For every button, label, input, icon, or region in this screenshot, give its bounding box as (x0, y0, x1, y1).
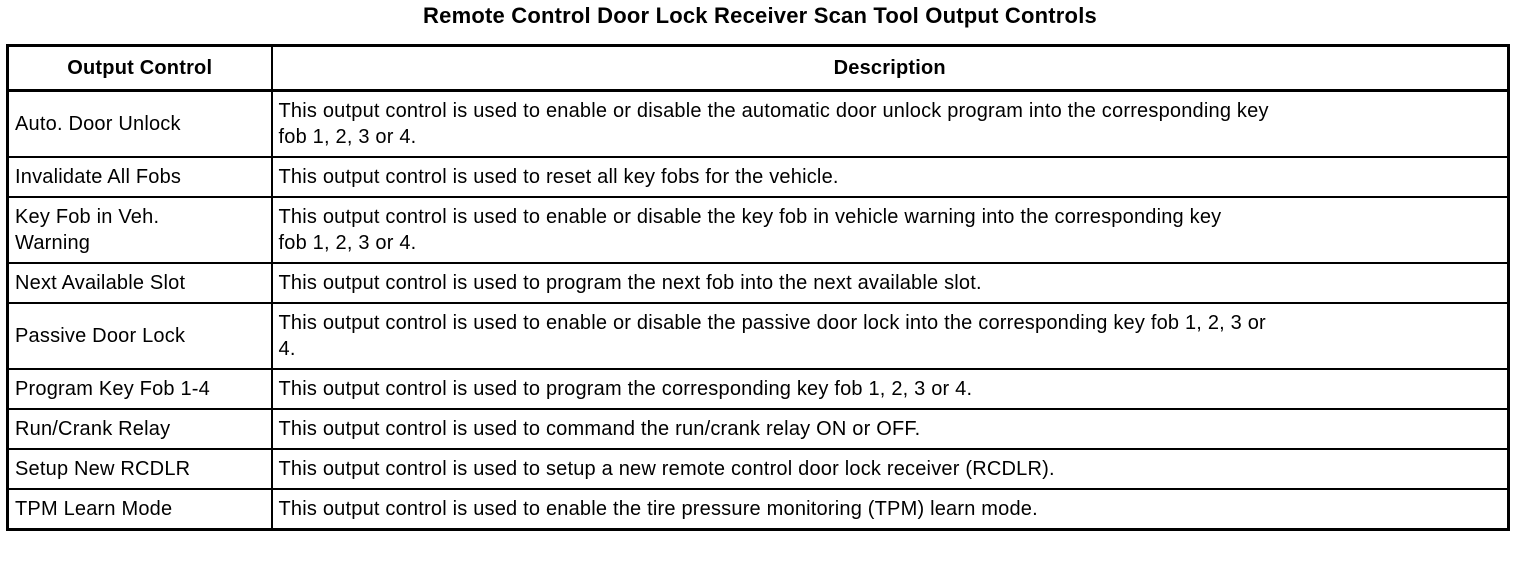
table-row: Passive Door Lock This output control is… (6, 302, 1510, 370)
cell-description: This output control is used to enable or… (270, 89, 1510, 158)
cell-description: This output control is used to enable or… (270, 196, 1510, 264)
cell-output-control: TPM Learn Mode (6, 488, 273, 531)
cell-output-control: Key Fob in Veh. Warning (6, 196, 273, 264)
output-controls-table: Output Control Description Auto. Door Un… (6, 44, 1510, 531)
table-row: Invalidate All Fobs This output control … (6, 156, 1510, 198)
cell-description: This output control is used to enable or… (270, 302, 1510, 370)
page-title: Remote Control Door Lock Receiver Scan T… (423, 3, 1097, 28)
cell-description: This output control is used to enable th… (270, 488, 1510, 531)
cell-description: This output control is used to program t… (270, 368, 1510, 410)
table-header-row: Output Control Description (6, 44, 1510, 92)
cell-output-control: Invalidate All Fobs (6, 156, 273, 198)
cell-output-control: Run/Crank Relay (6, 408, 273, 450)
table-row: TPM Learn Mode This output control is us… (6, 488, 1510, 531)
cell-description: This output control is used to command t… (270, 408, 1510, 450)
table-row: Setup New RCDLR This output control is u… (6, 448, 1510, 490)
cell-output-control: Setup New RCDLR (6, 448, 273, 490)
cell-output-control: Next Available Slot (6, 262, 273, 304)
table-row: Auto. Door Unlock This output control is… (6, 89, 1510, 158)
cell-description: This output control is used to reset all… (270, 156, 1510, 198)
table-row: Program Key Fob 1-4 This output control … (6, 368, 1510, 410)
cell-output-control: Auto. Door Unlock (6, 89, 273, 158)
table-row: Run/Crank Relay This output control is u… (6, 408, 1510, 450)
table-row: Next Available Slot This output control … (6, 262, 1510, 304)
cell-description: This output control is used to setup a n… (270, 448, 1510, 490)
table-header: Output Control Description (6, 44, 1510, 92)
cell-output-control: Passive Door Lock (6, 302, 273, 370)
column-header-output-control: Output Control (6, 44, 273, 92)
table-row: Key Fob in Veh. Warning This output cont… (6, 196, 1510, 264)
column-header-description: Description (270, 44, 1510, 92)
table-body: Auto. Door Unlock This output control is… (6, 89, 1510, 531)
cell-output-control: Program Key Fob 1-4 (6, 368, 273, 410)
cell-description: This output control is used to program t… (270, 262, 1510, 304)
